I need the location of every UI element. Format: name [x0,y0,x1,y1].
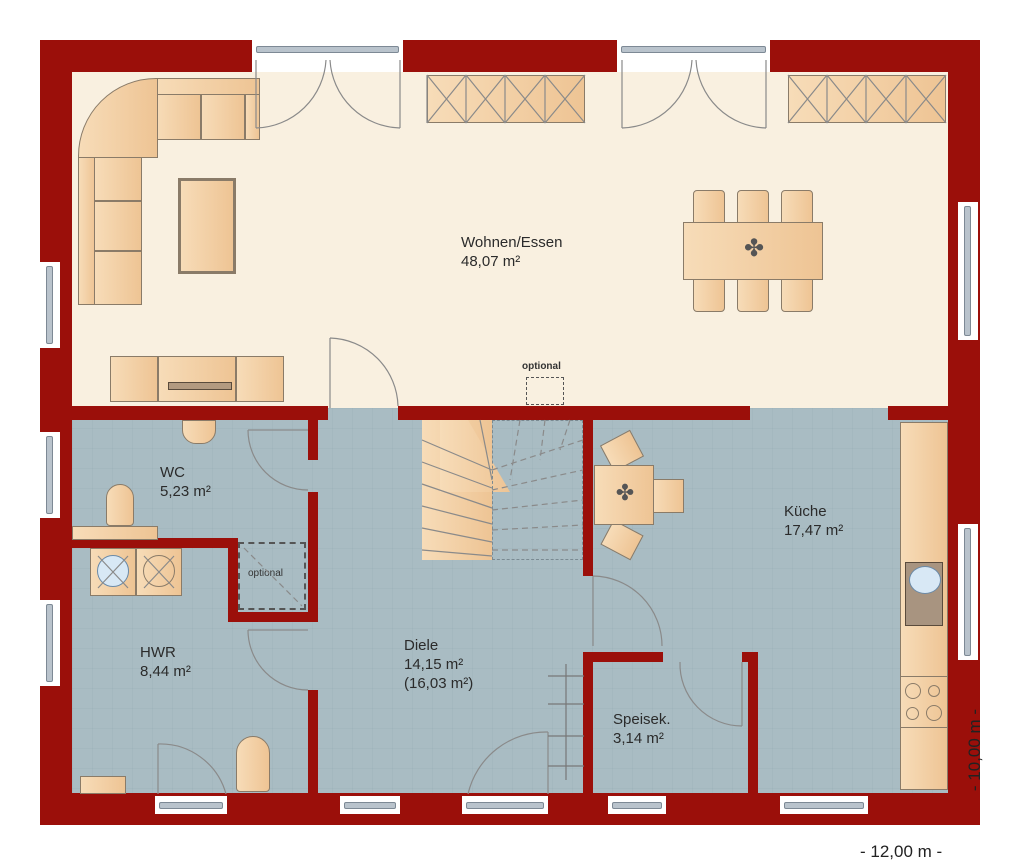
floor-tile-pattern [72,408,948,796]
window-bottom-hwr [155,796,227,814]
room-area: 3,14 m² [613,730,664,747]
window-top-2 [617,40,770,60]
room-speisek-label: Speisek. 3,14 m² [613,710,671,748]
wall-wc-right [308,420,318,460]
optional-fireplace [526,377,564,405]
window-right-living [958,202,978,340]
wall-right [948,40,980,825]
wall-shower-bottom [228,612,318,622]
wall-living-divider-right [888,406,948,420]
wall-top-mid [403,40,617,72]
wc-shelf [72,526,158,540]
kitchen-flower-icon: ✤ [615,480,635,505]
wall-wc-hwr [72,538,238,548]
window-left-living [40,262,60,348]
window-top-1 [252,40,403,60]
optional-fireplace-label: optional [522,361,561,372]
room-area-alt: (16,03 m²) [404,675,474,692]
window-right-kitchen [958,524,978,660]
room-name: HWR [140,644,176,661]
room-diele-label: Diele 14,15 m² (16,03 m²) [404,636,473,693]
room-area: 48,07 m² [461,253,521,270]
hwr-shelf [80,776,126,794]
toilet [106,484,134,526]
window-bottom-kitchen [780,796,868,814]
window-bottom-diele [340,796,400,814]
wall-speisek-right [748,652,758,794]
dimension-depth: - 10,00 m - [965,708,984,792]
dimension-width: - 12,00 m - [860,842,943,861]
stove-icon [900,676,948,728]
wall-hwr-right [308,690,318,794]
wall-living-divider-left [72,406,328,420]
flower-decoration-icon: ✤ [743,235,765,262]
sofa-seat-5 [94,201,142,251]
room-area: 8,44 m² [140,663,191,680]
room-wc-label: WC 5,23 m² [160,463,211,501]
window-left-wc [40,432,60,518]
room-name: Diele [404,637,439,654]
window-left-hwr [40,600,60,686]
room-area: 17,47 m² [784,522,844,539]
wall-living-divider-mid [398,406,750,420]
window-bottom-speisek [608,796,666,814]
room-wohnen-essen-label: Wohnen/Essen 48,07 m² [461,233,562,271]
room-kueche-label: Küche 17,47 m² [784,502,843,540]
wall-top-left [40,40,252,72]
room-name: Küche [784,503,827,520]
room-hwr-label: HWR 8,44 m² [140,643,191,681]
tv-icon [168,382,232,390]
wall-top-right [770,40,980,72]
room-name: Wohnen/Essen [461,234,563,251]
sofa-seat-4 [94,155,142,201]
room-name: WC [160,464,185,481]
kitchen-table [594,465,654,525]
sink-icon [905,562,943,626]
floor-tiled-lower [72,408,948,796]
coffee-table [178,178,236,274]
room-area: 5,23 m² [160,483,211,500]
room-area: 14,15 m² [404,656,464,673]
wall-speisek-top [583,652,663,662]
sofa-seat-2 [201,94,245,140]
wall-shower-left [228,538,238,620]
boiler [236,736,270,792]
optional-shower-label: optional [248,568,284,579]
sideboard-left [110,356,158,402]
sideboard-right [236,356,284,402]
wc-basin [182,420,216,444]
dining-table [683,222,823,280]
sofa-seat-6 [94,251,142,305]
wall-stair-right [583,420,593,576]
room-name: Speisek. [613,711,671,728]
front-door-opening [462,796,548,814]
wall-wc-right-lower [308,492,318,622]
sideboard-tv [158,356,236,402]
optional-shower [238,542,306,610]
wall-speisek-left [583,652,593,794]
